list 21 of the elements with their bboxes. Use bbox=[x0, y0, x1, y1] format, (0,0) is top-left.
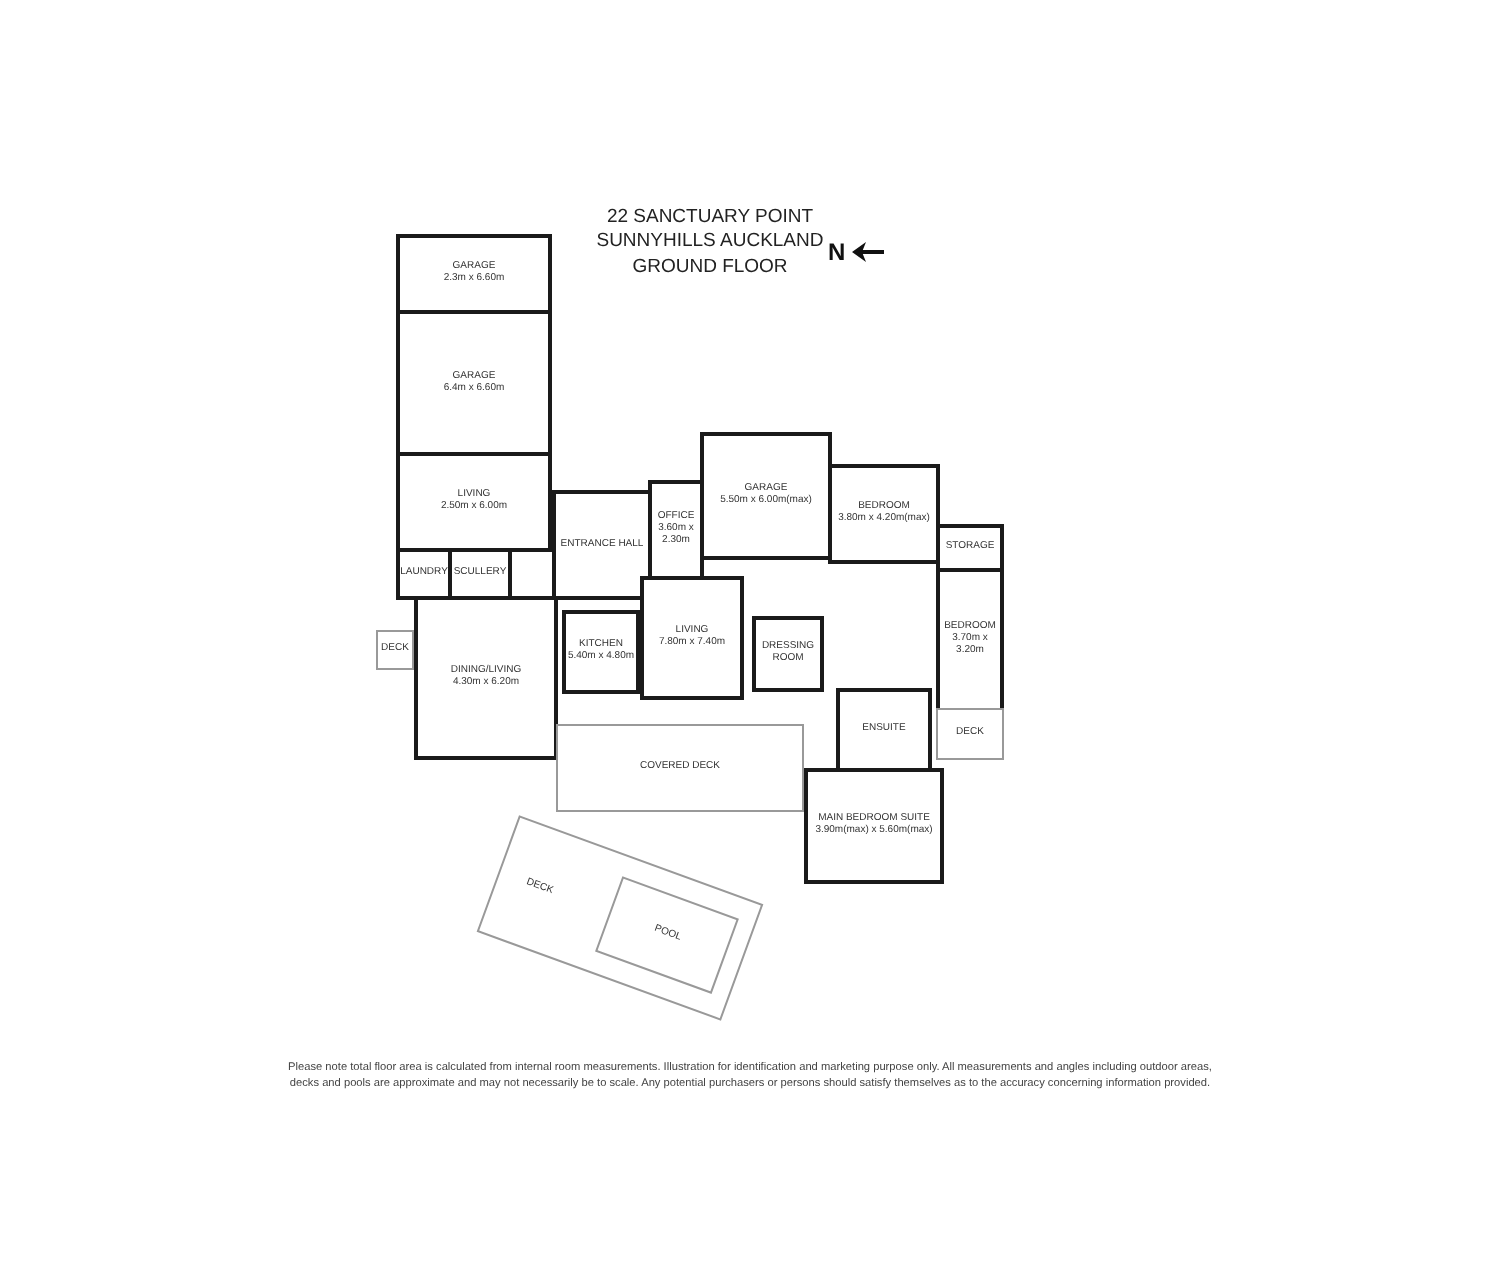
north-label: N bbox=[828, 238, 846, 266]
room bbox=[836, 688, 932, 772]
room bbox=[700, 432, 832, 560]
room bbox=[752, 616, 824, 692]
room bbox=[552, 490, 652, 600]
room bbox=[804, 768, 944, 884]
room bbox=[414, 596, 558, 760]
room bbox=[396, 310, 552, 456]
outdoor-area bbox=[556, 724, 804, 812]
room bbox=[936, 568, 1004, 712]
room bbox=[640, 576, 744, 700]
room bbox=[828, 464, 940, 564]
room bbox=[562, 610, 640, 694]
room bbox=[396, 234, 552, 314]
room bbox=[448, 548, 512, 600]
outdoor-area bbox=[376, 630, 414, 670]
room bbox=[648, 480, 704, 580]
outdoor-area bbox=[936, 708, 1004, 760]
room bbox=[936, 524, 1004, 572]
title: 22 SANCTUARY POINT SUNNYHILLS AUCKLAND GROUND FLOOR bbox=[594, 206, 826, 281]
room bbox=[396, 452, 552, 552]
